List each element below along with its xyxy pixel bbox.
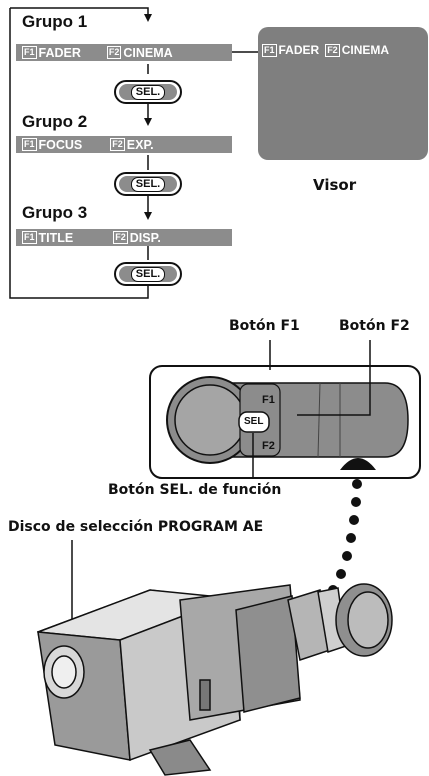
group-2-title: Grupo 2 [22,112,88,131]
viewfinder-screen [258,27,428,160]
panel-sel-label: SEL [244,416,264,427]
group-2-f1-function: FOCUS [38,137,83,152]
group-1-f2-function: CINEMA [123,45,173,60]
f1-key-icon: F1 [22,231,37,244]
sel-button-label: SEL. [130,176,166,192]
sel-button-2: SEL. [114,172,182,196]
arrow-down-icon [144,212,152,220]
camcorder-icon [37,583,393,776]
sel-button-label: SEL. [130,266,166,282]
grip-line [317,382,321,458]
sel-button-3: SEL. [114,262,182,286]
f1-key-icon: F1 [22,46,37,59]
flow-loop-return [9,8,149,299]
button-f1-caption: Botón F1 [229,318,300,334]
panel-f2-label: F2 [262,440,275,452]
sel-button-icon [238,411,270,433]
group-1-f1-function: FADER [38,45,81,60]
group-3-f2-function: DISP. [129,230,161,245]
group-1-title: Grupo 1 [22,12,88,31]
f2-key-icon: F2 [113,231,128,244]
group-2-f2-function: EXP. [126,137,154,152]
viewfinder-f1-function: FADER [278,43,320,57]
viewfinder-display: F1 FADER F2 CINEMA [262,43,389,57]
viewfinder-caption: Visor [313,176,357,194]
sel-button-1: SEL. [114,80,182,104]
viewfinder-f2-function: CINEMA [341,43,390,57]
arrow-down-icon [144,14,152,22]
group-3-f1-function: TITLE [38,230,74,245]
f1-key-icon: F1 [262,43,277,57]
panel-f1-label: F1 [262,394,275,406]
group-3-bar: F1 TITLE F2 DISP. [16,229,232,246]
f2-key-icon: F2 [325,43,340,57]
f2-key-icon: F2 [110,138,125,151]
arrow-up-icon [340,458,376,470]
program-ae-caption: Disco de selección PROGRAM AE [8,519,264,535]
dial-inner-icon [174,384,246,456]
sel-function-caption: Botón SEL. de función [108,482,282,498]
sel-button-label: SEL. [130,84,166,100]
button-f2-caption: Botón F2 [339,318,410,334]
arrow-down-icon [144,118,152,126]
leader-f2 [297,340,371,416]
group-1-bar: F1 FADER F2 CINEMA [16,44,232,61]
group-2-bar: F1 FOCUS F2 EXP. [16,136,232,153]
f2-key-icon: F2 [106,46,122,59]
f1-key-icon: F1 [22,138,37,151]
group-3-title: Grupo 3 [22,203,88,222]
